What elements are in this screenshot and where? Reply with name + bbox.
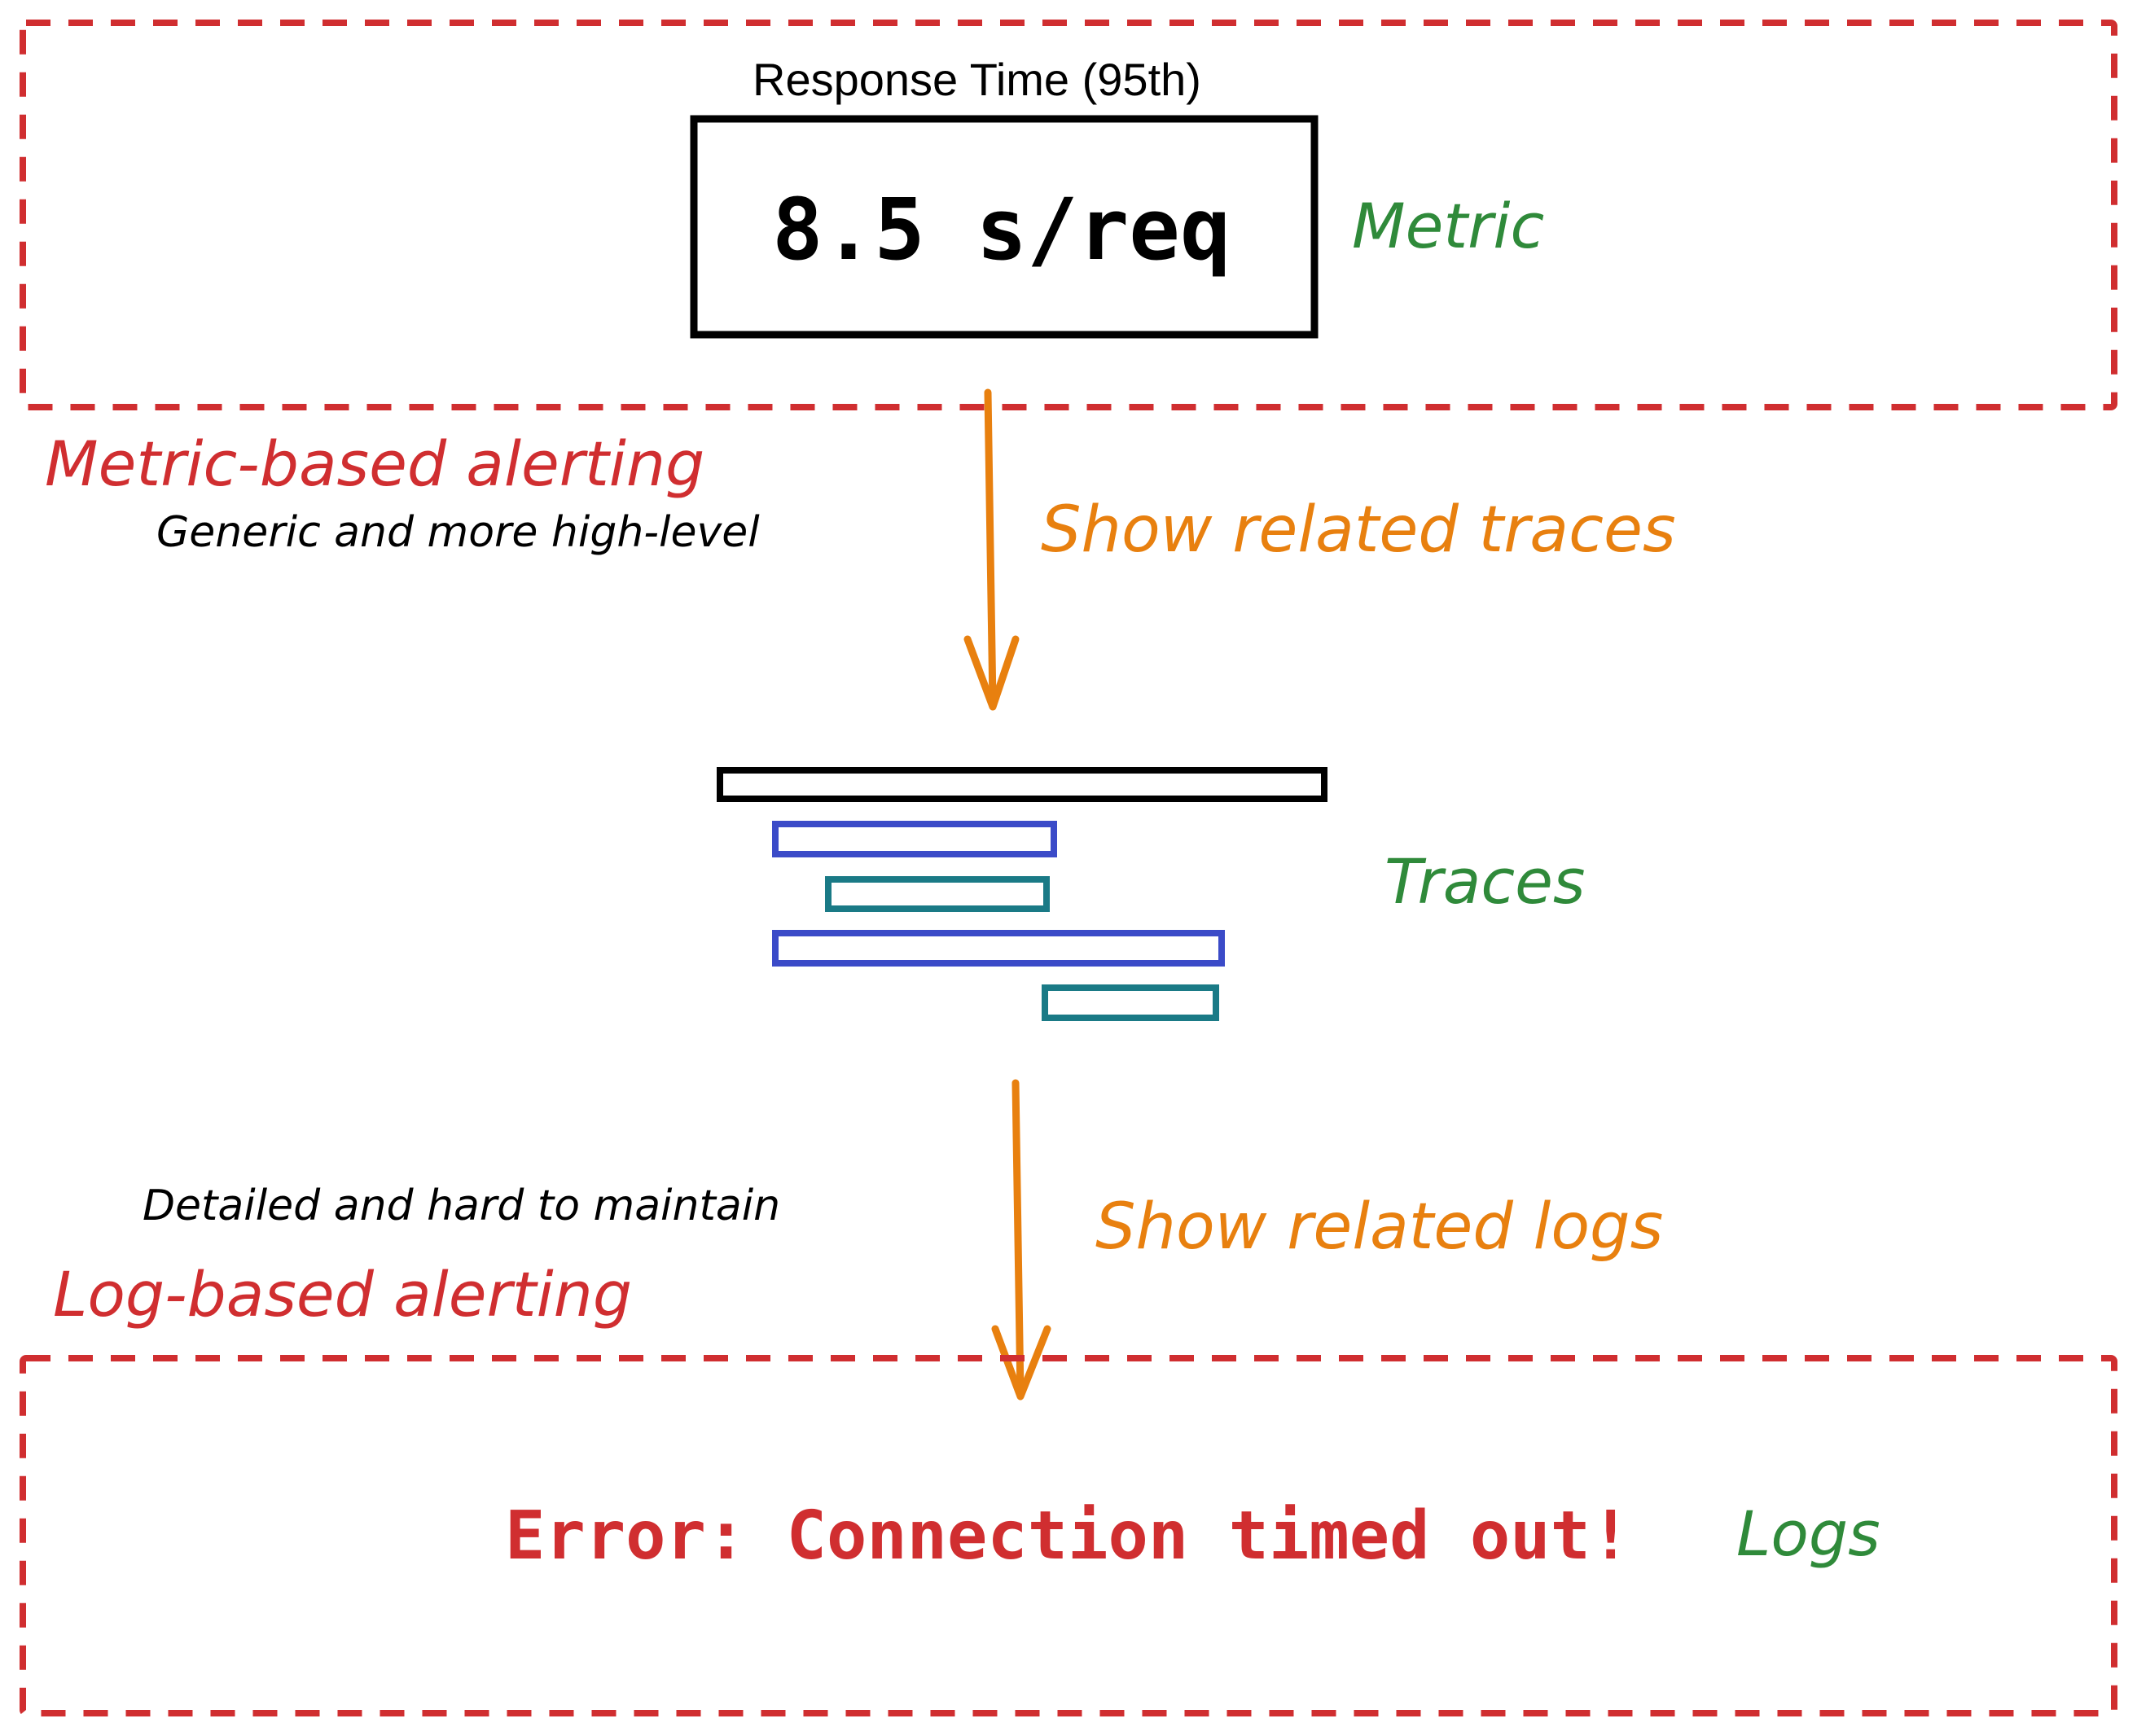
metric-value-box xyxy=(690,115,1319,339)
metric-value: 8.5 s/req xyxy=(772,180,1231,279)
metric-region-border xyxy=(20,20,2117,410)
metric-alerting-description: Generic and more high-level xyxy=(156,508,760,557)
trace-root-span xyxy=(717,767,1327,802)
show-related-logs-label: Show related logs xyxy=(1095,1190,1664,1264)
logs-region-border xyxy=(20,1355,2117,1716)
metric-alerting-label: Metric-based alerting xyxy=(45,427,705,500)
trace-span-1 xyxy=(772,821,1057,857)
show-related-traces-label: Show related traces xyxy=(1041,493,1676,567)
arrow-to-logs xyxy=(991,1079,1051,1401)
traces-tag: Traces xyxy=(1384,845,1586,918)
trace-span-4 xyxy=(1042,984,1219,1021)
log-error-message: Error: Connection timed out! xyxy=(505,1497,1631,1575)
log-alerting-label: Log-based alerting xyxy=(53,1258,633,1330)
logs-tag: Logs xyxy=(1736,1497,1880,1570)
trace-span-3 xyxy=(772,930,1225,967)
metric-panel-title: Response Time (95th) xyxy=(753,54,1201,105)
metric-tag: Metric xyxy=(1352,190,1545,262)
trace-span-2 xyxy=(825,876,1050,912)
log-alerting-description: Detailed and hard to maintain xyxy=(143,1181,781,1230)
arrow-to-traces xyxy=(963,388,1020,711)
